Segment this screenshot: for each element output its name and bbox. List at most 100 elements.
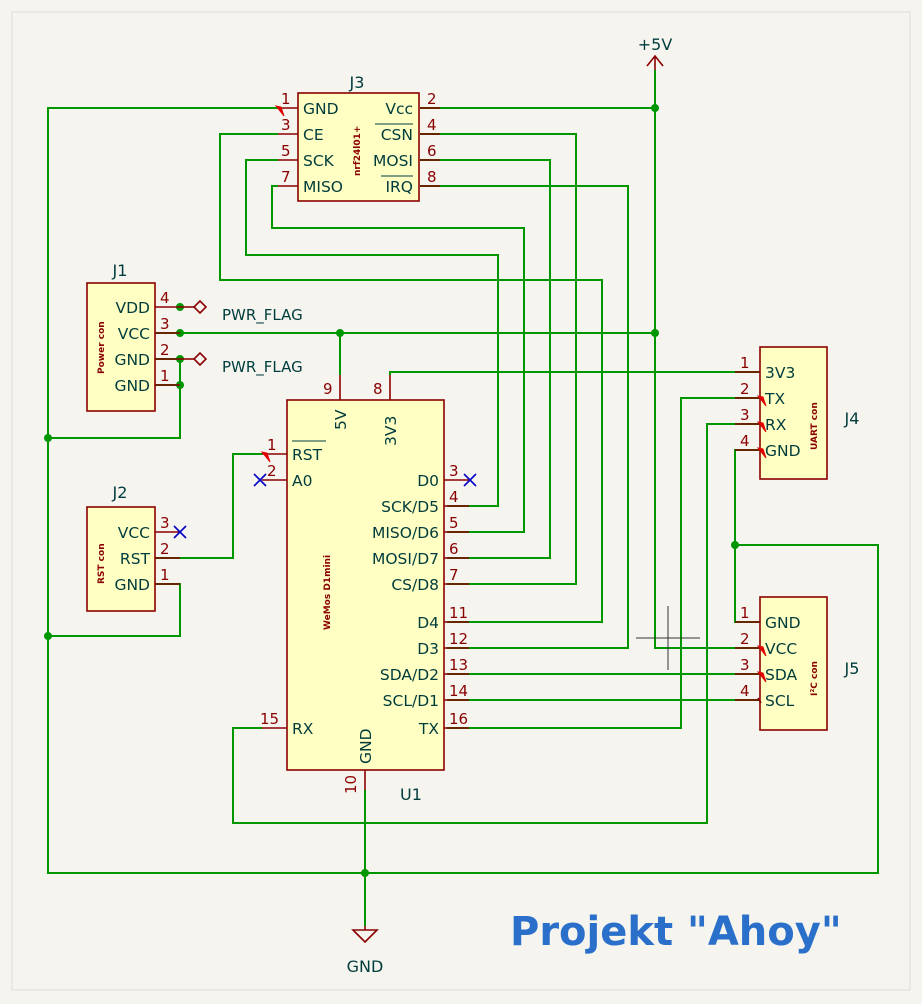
j3-pin-num: 7 (281, 168, 291, 186)
component-j5[interactable]: J5 1 2 3 4 GND VCC SDA SCL I²C con (735, 596, 860, 731)
sheet-border (11, 11, 911, 991)
wire-csn (420, 133, 577, 585)
u1-ref: U1 (400, 785, 422, 804)
u1-pin-name: MISO/D6 (372, 524, 439, 542)
u1-pin-name: MOSI/D7 (372, 550, 439, 568)
j3-pin-name: Vcc (385, 100, 413, 118)
j4-body (759, 346, 828, 480)
j3-pin-name: MISO (303, 178, 343, 196)
j3-pin-num: 6 (427, 142, 437, 160)
j5-pin-arrow (756, 645, 767, 657)
u1-pin-num: 3 (449, 462, 459, 480)
j5-scl-arrow (757, 697, 762, 704)
component-j4[interactable]: J4 1 2 3 4 3V3 TX RX GND UART con (735, 346, 859, 480)
j4-pin-arrow (756, 395, 767, 407)
u1-body (286, 399, 445, 771)
wire-miso (271, 185, 525, 533)
j3-pin-name: CE (303, 126, 324, 144)
j3-value: nrf24l01+ (353, 126, 363, 176)
component-j1[interactable]: J1 4 3 2 1 VDD VCC GND GND Power con (86, 261, 180, 412)
u1-pin-num: 5 (449, 514, 459, 532)
power-symbol-5v[interactable]: +5V (638, 35, 673, 70)
j5-pin-num: 1 (740, 604, 750, 622)
u1-pin-name: D3 (417, 640, 439, 658)
j1-ref: J1 (112, 261, 128, 280)
u1-pin-name: SCK/D5 (381, 498, 439, 516)
pwr-flag-2[interactable]: PWR_FLAG (180, 351, 303, 377)
j3-pin-name: IRQ (385, 178, 413, 196)
pwr-flag-1[interactable]: PWR_FLAG (180, 299, 303, 325)
wire-gnd-bus (47, 107, 879, 874)
u1-pin-name: RX (292, 720, 314, 738)
u1-rst-arrow (260, 451, 271, 463)
j5-pin-name: VCC (765, 640, 797, 658)
j4-pin-name: 3V3 (765, 364, 795, 382)
u1-pin-num: 4 (449, 488, 459, 506)
u1-pin-num: 13 (449, 656, 468, 674)
wire-5v (420, 107, 760, 649)
j2-pin-num: 3 (160, 514, 170, 532)
j4-pin-name: RX (765, 416, 787, 434)
u1-pin-num: 6 (449, 540, 459, 558)
j3-pin-num: 5 (281, 142, 291, 160)
j2-noconnect-icon (173, 525, 187, 539)
j3-body (297, 92, 420, 202)
component-j2[interactable]: J2 3 2 1 VCC RST GND RST con (86, 483, 187, 612)
u1-pin-name: SDA/D2 (380, 666, 439, 684)
j5-pin-name: SCL (765, 692, 795, 710)
j3-pin-arrow (274, 105, 285, 117)
wire-irq (420, 185, 629, 649)
j1-pin-num: 1 (160, 367, 170, 385)
j3-pin-num: 8 (427, 168, 437, 186)
component-j3[interactable]: J3 1 2 3 4 5 6 7 8 GND Vcc CE CSN SCK MO… (274, 73, 440, 202)
j2-pin-num: 2 (160, 540, 170, 558)
u1-pin-name: SCL/D1 (383, 692, 439, 710)
j2-value: RST con (97, 543, 107, 584)
u1-pin-num: 9 (323, 380, 333, 398)
j3-pin-name: MOSI (373, 152, 413, 170)
wire-mosi (420, 159, 551, 559)
u1-d0-noconnect-icon (463, 473, 477, 487)
j2-pin-name: VCC (118, 524, 150, 542)
j1-value: Power con (97, 321, 107, 374)
j1-pin-name: VDD (116, 299, 151, 317)
u1-pin-name: GND (357, 728, 375, 764)
u1-pin-name: D0 (417, 472, 439, 490)
j4-pin-num: 1 (740, 354, 750, 372)
j5-body (759, 596, 828, 731)
wire-rst (155, 453, 262, 559)
j1-pin-num: 3 (160, 315, 170, 333)
cursor-crosshair (636, 606, 700, 670)
u1-pin-num: 8 (373, 380, 383, 398)
u1-pin-num: 10 (342, 775, 360, 794)
j5-value: I²C con (810, 661, 820, 696)
power-symbol-gnd[interactable]: GND (347, 926, 384, 976)
u1-pin-num: 15 (260, 710, 279, 728)
j5-pin-name: GND (765, 614, 801, 632)
j2-pin-name: RST (120, 550, 151, 568)
component-u1[interactable]: 9 8 5V 3V3 10 GND 1 2 15 RST A0 RX 3D04S… (253, 375, 477, 804)
u1-pin-name: CS/D8 (391, 576, 439, 594)
u1-pin-name: TX (418, 720, 439, 738)
u1-pin-name: D4 (417, 614, 439, 632)
pwr-flag-label-1: PWR_FLAG (222, 306, 303, 325)
wire-sck (245, 159, 499, 507)
u1-pin-num: 1 (267, 436, 277, 454)
u1-pin-name: 3V3 (382, 416, 400, 446)
j4-pin-name: GND (765, 442, 801, 460)
j5-pin-arrow (756, 671, 767, 683)
u1-pin-num: 11 (449, 604, 468, 622)
u1-pin-name: A0 (292, 472, 312, 490)
j5-ref: J5 (844, 659, 860, 678)
u1-pin-name: RST (292, 446, 323, 464)
power-label-gnd: GND (347, 957, 384, 976)
j1-pin-num: 2 (160, 341, 170, 359)
j5-pin-num: 2 (740, 630, 750, 648)
j3-pin-name: CSN (381, 126, 413, 144)
u1-pin-num: 7 (449, 566, 459, 584)
wire-tx (447, 397, 760, 729)
u1-right-pins: 3D04SCK/D55MISO/D66MOSI/D77CS/D811D412D3… (372, 462, 469, 738)
j4-pin-num: 3 (740, 406, 750, 424)
